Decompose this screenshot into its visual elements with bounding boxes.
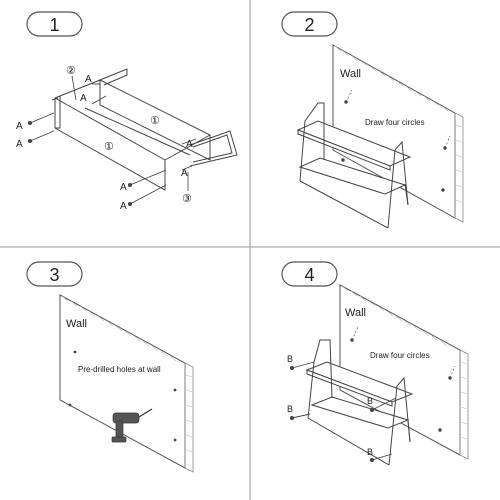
mounted-shelf — [305, 339, 414, 466]
screw-a-label-6: A — [120, 201, 127, 212]
screw-a-callouts — [27, 83, 197, 207]
shelf-exploded-view — [51, 68, 238, 191]
wall-label: Wall — [345, 307, 366, 319]
wall — [59, 294, 194, 473]
wall-brick-hatch — [61, 295, 193, 453]
instruction-note: Draw four circles — [370, 351, 430, 360]
instruction-note: Pre-drilled holes at wall — [78, 365, 161, 374]
part-label-frame-back: ② — [66, 65, 76, 77]
drilled-holes — [68, 350, 177, 442]
step-number: 4 — [304, 265, 314, 285]
wall-brick-hatch — [341, 285, 468, 440]
screw-a-label-7: A — [186, 139, 193, 150]
wall-marks — [341, 89, 451, 192]
screw-b-label-3: B — [367, 396, 373, 406]
wall-marks — [350, 326, 456, 432]
screw-b-label-1: B — [287, 354, 293, 364]
screw-b-label-4: B — [367, 447, 373, 457]
part-label-frame-front: ③ — [182, 193, 192, 205]
screw-a-label-1: A — [16, 121, 23, 132]
screw-a-label-4: A — [80, 93, 87, 104]
drill-icon — [111, 408, 153, 443]
step-number: 3 — [49, 265, 59, 285]
step-1-panel: 1 ① ① ② ③ — [16, 11, 238, 212]
step-number-badge — [26, 261, 83, 287]
screw-a-label-3: A — [85, 74, 92, 85]
instruction-note: Draw four circles — [365, 118, 425, 127]
wall-label: Wall — [66, 318, 87, 330]
screw-a-label-5: A — [120, 182, 127, 193]
screw-b-callouts — [289, 361, 397, 463]
leader-line-frame-back — [71, 75, 77, 101]
wall-brick-hatch — [334, 45, 463, 203]
step-number-badge — [281, 261, 338, 287]
step-3-panel: 3 Wall Pre-drilled holes at wall — [26, 261, 194, 473]
part-label-panel-right: ① — [150, 115, 160, 127]
step-number-badge — [26, 11, 83, 37]
step-number-badge — [281, 11, 338, 37]
step-4-panel: 4 Wall Draw four circles — [281, 261, 469, 466]
step-2-panel: 2 Wall Draw four circles — [281, 11, 464, 229]
step-number: 2 — [304, 15, 314, 35]
mounted-shelf — [296, 102, 412, 229]
wall — [339, 284, 469, 460]
wall-label: Wall — [340, 68, 361, 80]
screw-b-label-2: B — [287, 404, 293, 414]
screw-a-label-8: A — [181, 168, 188, 179]
screw-a-label-2: A — [16, 139, 23, 150]
step-number: 1 — [49, 15, 59, 35]
part-label-panel-left: ① — [104, 141, 114, 153]
wall — [332, 44, 464, 223]
